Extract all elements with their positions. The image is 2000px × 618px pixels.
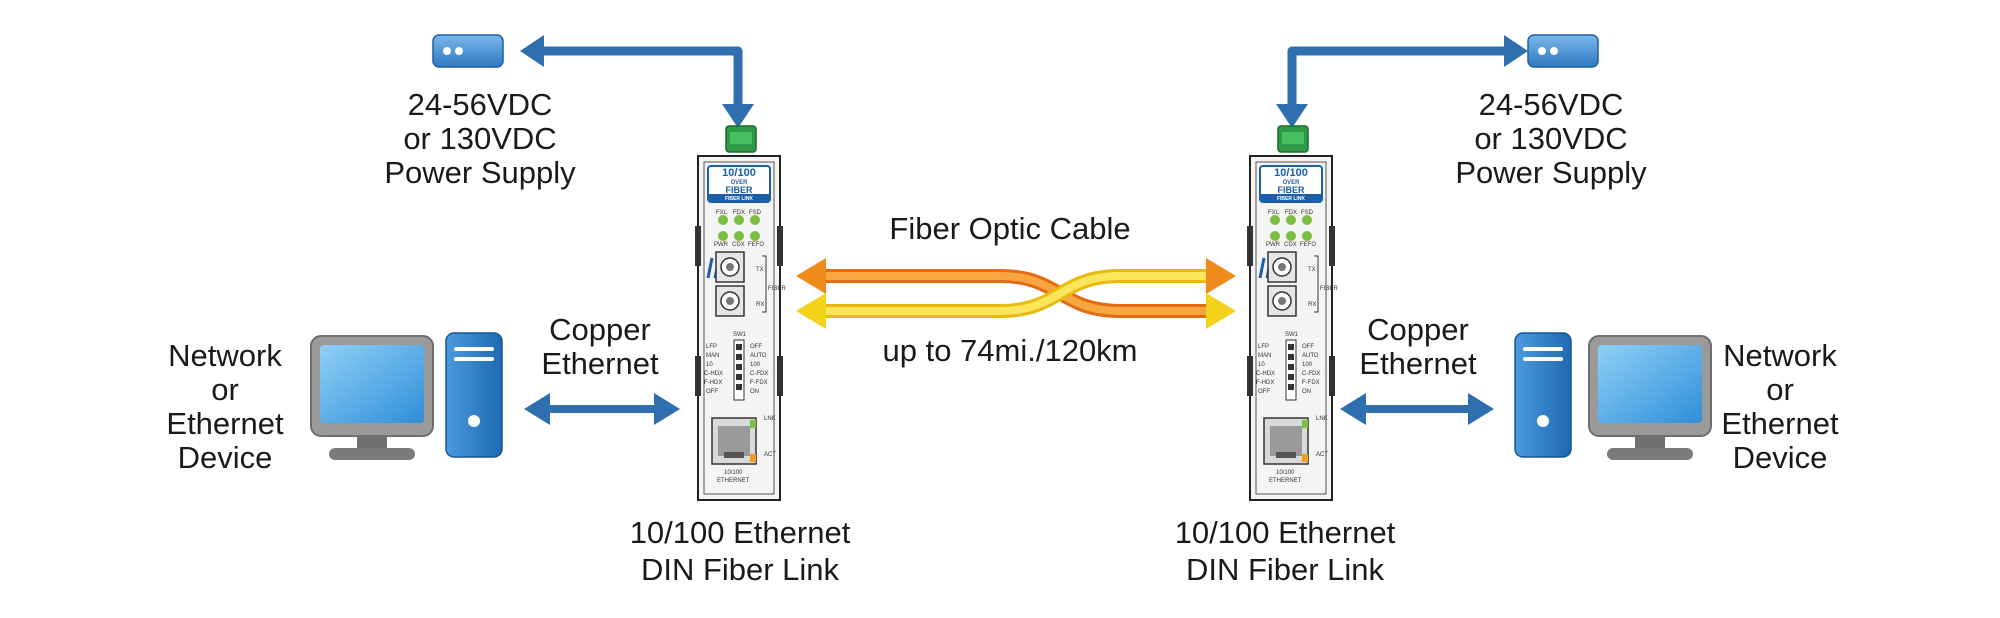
badge-line2: OVER: [730, 180, 748, 186]
device-labels-left: 10/100 OVER FIBER FIBER LINK: [722, 167, 756, 202]
fiber-optic-cable: [796, 258, 1236, 329]
badge-line1: 10/100: [722, 167, 756, 179]
svg-text:10/100: 10/100: [1274, 167, 1308, 179]
svg-text:FEFO: FEFO: [1300, 242, 1316, 248]
din-fiber-link-label-left: 10/100 Ethernet DIN Fiber Link: [629, 515, 851, 587]
device-small-text-left: FXL FDX FSD PWR CDX FEFO TX RX FIBER SW1…: [704, 210, 786, 484]
svg-text:TX: TX: [756, 267, 764, 273]
distance-label: up to 74mi./120km: [882, 333, 1138, 368]
svg-text:CDX: CDX: [732, 242, 745, 248]
svg-text:10/100: 10/100: [724, 470, 743, 476]
badge-line4: FIBER LINK: [725, 196, 753, 202]
svg-text:FXL: FXL: [716, 210, 728, 216]
svg-text:FXL: FXL: [1268, 210, 1280, 216]
svg-text:PWR: PWR: [714, 242, 729, 248]
svg-text:F-FDX: F-FDX: [1302, 380, 1320, 386]
svg-text:FSD: FSD: [1301, 210, 1314, 216]
power-arrow: [540, 46, 743, 110]
svg-text:C-FDX: C-FDX: [1302, 371, 1320, 377]
svg-text:LNK: LNK: [1316, 416, 1328, 422]
svg-text:ON: ON: [1302, 389, 1311, 395]
svg-text:10: 10: [1258, 362, 1265, 368]
svg-text:SW1: SW1: [733, 332, 747, 338]
svg-text:FIBER: FIBER: [768, 286, 786, 292]
device-labels-right: 10/100 OVER FIBER FIBER LINK: [1274, 167, 1308, 202]
svg-text:ACT: ACT: [1316, 452, 1328, 458]
svg-text:ON: ON: [750, 389, 759, 395]
svg-text:SW1: SW1: [1285, 332, 1299, 338]
copper-ethernet-label-left: Copper Ethernet: [541, 312, 659, 381]
svg-text:MAN: MAN: [706, 353, 719, 359]
svg-text:ETHERNET: ETHERNET: [1269, 478, 1302, 484]
svg-text:LNK: LNK: [764, 416, 776, 422]
power-supply-icon: [432, 34, 504, 68]
svg-text:C-HDX: C-HDX: [1256, 371, 1275, 377]
svg-text:RX: RX: [756, 302, 764, 308]
copper-ethernet-label-right: Copper Ethernet: [1359, 312, 1477, 381]
badge-line3: FIBER: [726, 185, 754, 195]
desktop-computer-icon: [1588, 335, 1712, 461]
svg-text:PWR: PWR: [1266, 242, 1281, 248]
svg-text:RX: RX: [1308, 302, 1316, 308]
computer-tower-icon: [445, 332, 503, 458]
svg-text:MAN: MAN: [1258, 353, 1271, 359]
svg-text:10/100: 10/100: [1276, 470, 1295, 476]
network-device-label-right: Network or Ethernet Device: [1721, 338, 1839, 475]
arrowhead-left: [520, 35, 544, 67]
svg-text:FEFO: FEFO: [748, 242, 764, 248]
svg-text:ACT: ACT: [764, 452, 776, 458]
power-arrow: [1287, 46, 1508, 110]
fiber-optic-cable-label: Fiber Optic Cable: [889, 211, 1131, 246]
svg-text:OFF: OFF: [706, 389, 718, 395]
svg-text:F-FDX: F-FDX: [750, 380, 768, 386]
svg-text:FIBER: FIBER: [1320, 286, 1338, 292]
din-fiber-link-label-right: 10/100 Ethernet DIN Fiber Link: [1174, 515, 1396, 587]
svg-text:C-FDX: C-FDX: [750, 371, 768, 377]
power-supply-label-right: 24-56VDC or 130VDC Power Supply: [1455, 87, 1647, 190]
svg-text:ETHERNET: ETHERNET: [717, 478, 750, 484]
device-small-text-right: FXL FDX FSD PWR CDX FEFO TX RX FIBER SW1…: [1256, 210, 1338, 484]
svg-text:F-HDX: F-HDX: [1256, 380, 1274, 386]
svg-text:FSD: FSD: [749, 210, 762, 216]
computer-tower-icon: [1514, 332, 1572, 458]
svg-text:AUTO: AUTO: [1302, 353, 1319, 359]
svg-text:TX: TX: [1308, 267, 1316, 273]
svg-text:OFF: OFF: [750, 344, 762, 350]
svg-text:C-HDX: C-HDX: [704, 371, 723, 377]
svg-text:FDX: FDX: [733, 210, 745, 216]
network-device-label-left: Network or Ethernet Device: [166, 338, 284, 475]
power-supply-icon: [1527, 34, 1599, 68]
svg-text:LFP: LFP: [1258, 344, 1269, 350]
svg-text:F-HDX: F-HDX: [704, 380, 722, 386]
svg-text:FDX: FDX: [1285, 210, 1297, 216]
desktop-computer-icon: [310, 335, 434, 461]
svg-text:LFP: LFP: [706, 344, 717, 350]
arrowhead-down: [722, 104, 754, 128]
svg-text:OVER: OVER: [1282, 180, 1300, 186]
svg-text:FIBER LINK: FIBER LINK: [1277, 196, 1305, 202]
svg-text:OFF: OFF: [1302, 344, 1314, 350]
power-supply-label-left: 24-56VDC or 130VDC Power Supply: [384, 87, 576, 190]
svg-text:100: 100: [750, 362, 761, 368]
svg-text:100: 100: [1302, 362, 1313, 368]
svg-text:10: 10: [706, 362, 713, 368]
svg-text:FIBER: FIBER: [1278, 185, 1306, 195]
svg-text:OFF: OFF: [1258, 389, 1270, 395]
svg-text:CDX: CDX: [1284, 242, 1297, 248]
svg-text:AUTO: AUTO: [750, 353, 767, 359]
